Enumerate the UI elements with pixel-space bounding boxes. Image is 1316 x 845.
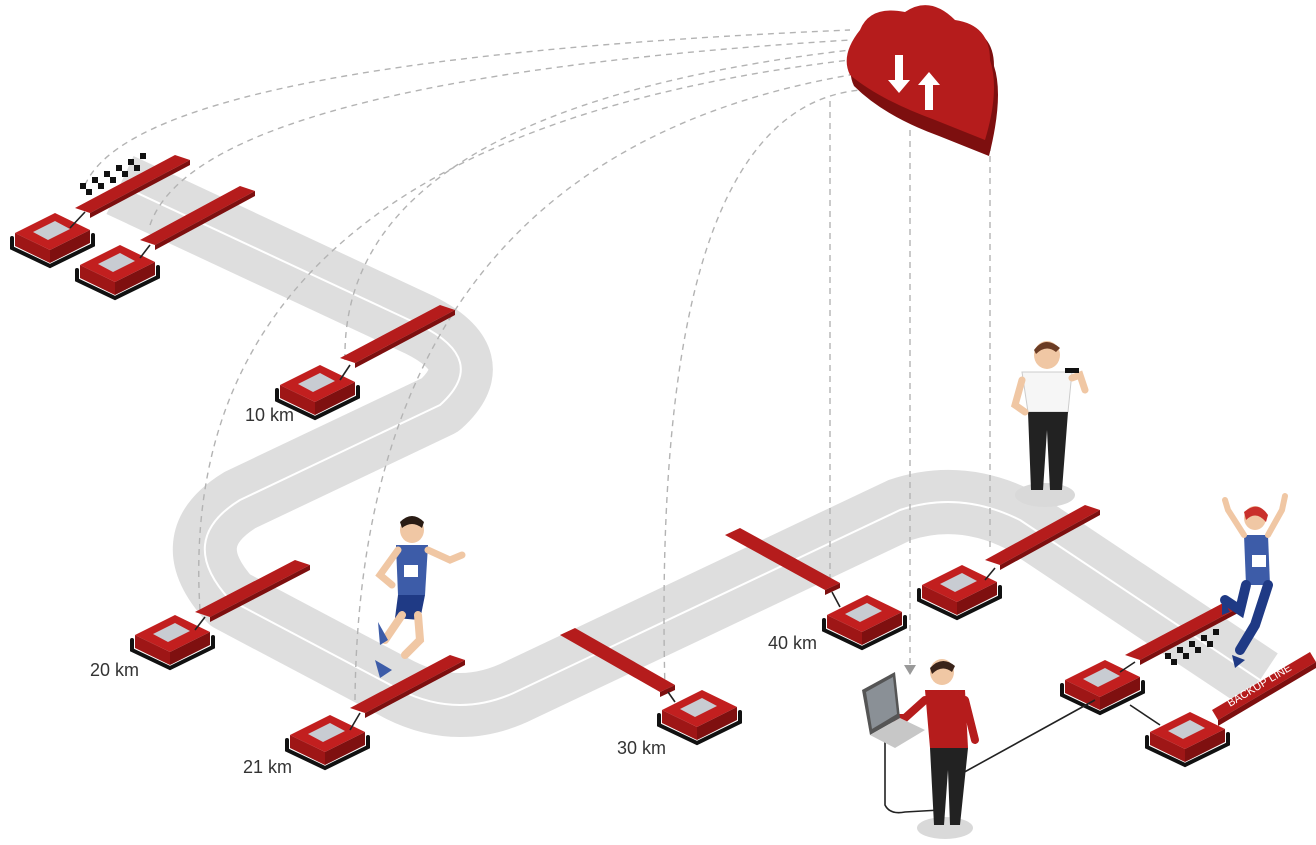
checkpoint-label-40km: 40 km	[768, 633, 818, 653]
checkpoint-label-21km: 21 km	[243, 757, 293, 777]
operator-figure	[891, 659, 979, 839]
timing-box-finish-2	[1145, 710, 1230, 767]
timing-box-40km	[822, 593, 907, 650]
timing-mats	[75, 155, 1240, 718]
mat-cables	[69, 211, 1161, 814]
arrow-down-icon	[904, 665, 916, 675]
checkered-finish	[1165, 629, 1219, 665]
mat-start-1	[75, 155, 190, 218]
runner-figure	[375, 516, 466, 678]
mat-30km	[560, 628, 675, 697]
mat-20km	[195, 560, 310, 622]
timing-box-finish-main	[917, 563, 1002, 620]
finisher-figure	[1220, 493, 1288, 668]
timing-box-30km	[657, 688, 742, 745]
checkered-start	[80, 153, 146, 195]
checkpoint-label-10km: 10 km	[245, 405, 295, 425]
mat-start-2	[140, 186, 255, 250]
race-track	[106, 156, 1278, 737]
upload-download-arrows-icon	[888, 55, 940, 110]
announcer-figure	[1010, 341, 1089, 507]
mat-finish-main	[985, 505, 1100, 570]
cloud-connections	[84, 29, 991, 701]
timing-box-start-2	[75, 243, 160, 300]
checkpoint-label-20km: 20 km	[90, 660, 140, 680]
timing-box-start-1	[10, 211, 95, 268]
mat-21km	[350, 655, 465, 718]
cloud-icon	[846, 5, 998, 156]
checkpoint-label-30km: 30 km	[617, 738, 667, 758]
mat-finish-backup	[1125, 602, 1240, 665]
mat-40km	[725, 528, 840, 595]
laptop-icon	[862, 672, 925, 748]
mat-10km	[340, 305, 455, 368]
timing-box-21km	[285, 713, 370, 770]
